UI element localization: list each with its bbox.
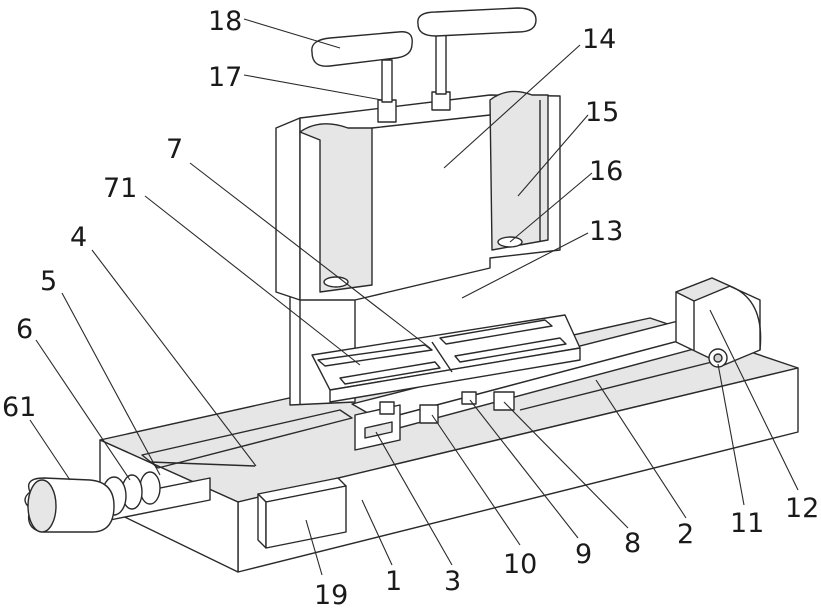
label-13: 13 [589,216,623,247]
left-stem [382,60,392,102]
label-71: 71 [103,173,137,204]
right-grip [418,8,536,36]
upper-block [276,91,560,300]
leader-61 [30,420,70,480]
leader-18 [244,19,340,48]
nut-8 [494,392,514,410]
control-box-side [258,494,266,548]
leader-17 [244,75,382,100]
label-7: 7 [166,134,183,165]
label-61: 61 [2,392,36,423]
label-1: 1 [385,566,402,597]
label-12: 12 [785,493,819,524]
handwheel-face [28,480,56,532]
nut-9 [462,392,476,404]
label-5: 5 [40,266,57,297]
label-4: 4 [70,222,87,253]
collar-a [140,472,160,504]
label-6: 6 [16,314,33,345]
label-10: 10 [503,549,537,580]
right-stem [436,30,446,94]
label-18: 18 [208,6,242,37]
label-17: 17 [208,62,242,93]
label-2: 2 [677,519,694,550]
nut-a [380,402,394,414]
label-14: 14 [582,24,616,55]
left-nut [378,100,396,122]
upper-side [276,118,300,300]
pulley-hub [714,354,722,362]
left-grip [312,32,412,66]
leader-6 [36,340,130,480]
label-3: 3 [444,566,461,597]
label-9: 9 [575,539,592,570]
label-16: 16 [589,156,623,187]
label-15: 15 [585,97,619,128]
label-19: 19 [314,580,348,611]
label-11: 11 [730,508,764,539]
label-8: 8 [624,528,641,559]
